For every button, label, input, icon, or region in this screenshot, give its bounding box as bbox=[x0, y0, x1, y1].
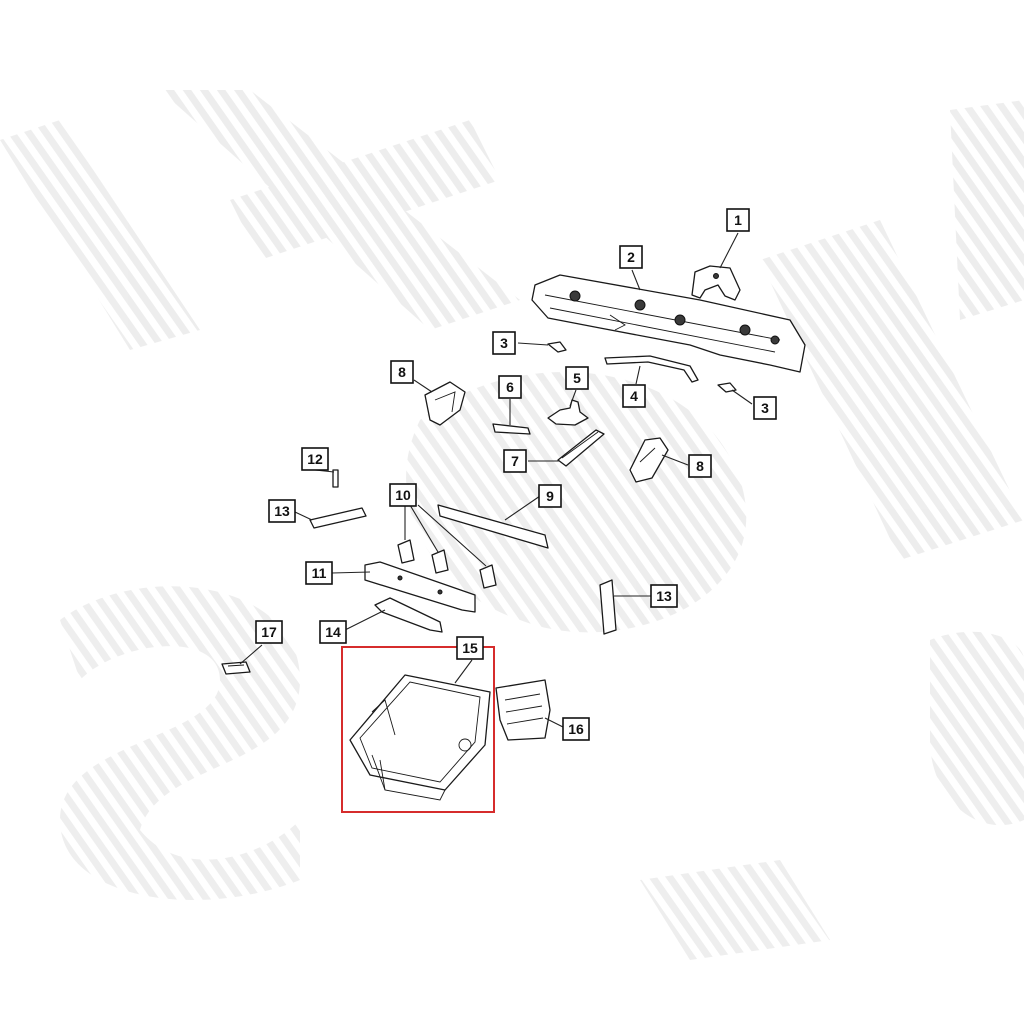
callout-11: 11 bbox=[305, 561, 333, 585]
callout-12: 12 bbox=[301, 447, 329, 471]
callout-1: 1 bbox=[726, 208, 750, 232]
part-1-bracket bbox=[691, 265, 741, 301]
callout-5: 5 bbox=[565, 366, 589, 390]
callout-17-label: 17 bbox=[261, 624, 277, 640]
callout-3a-label: 3 bbox=[500, 335, 508, 351]
callout-9: 9 bbox=[538, 484, 562, 508]
part-16-grille bbox=[495, 679, 551, 741]
callout-5-label: 5 bbox=[573, 370, 581, 386]
callout-7-label: 7 bbox=[511, 453, 519, 469]
callout-4: 4 bbox=[622, 384, 646, 408]
part-11-rail bbox=[364, 561, 476, 613]
part-17-clip bbox=[221, 661, 251, 675]
callout-1-label: 1 bbox=[734, 212, 742, 228]
callout-16-label: 16 bbox=[568, 721, 584, 737]
part-2-cross-member bbox=[531, 274, 806, 373]
part-14-support bbox=[374, 597, 443, 633]
part-9-bar bbox=[437, 504, 549, 549]
callout-8b-label: 8 bbox=[696, 458, 704, 474]
part-4-strip bbox=[604, 355, 699, 383]
part-5-mount bbox=[547, 399, 589, 426]
part-6-plate bbox=[492, 423, 531, 435]
callout-14-label: 14 bbox=[325, 624, 341, 640]
watermark bbox=[0, 90, 1024, 960]
part-15-tray bbox=[349, 674, 491, 801]
callout-12-label: 12 bbox=[307, 451, 323, 467]
callout-3b: 3 bbox=[753, 396, 777, 420]
callout-3a: 3 bbox=[492, 331, 516, 355]
callout-7: 7 bbox=[503, 449, 527, 473]
part-3-clip-left bbox=[547, 341, 567, 353]
callout-14: 14 bbox=[319, 620, 347, 644]
part-13-plate-right bbox=[599, 579, 617, 635]
callout-15: 15 bbox=[456, 636, 484, 660]
part-3-clip-right bbox=[717, 382, 737, 393]
callout-8b: 8 bbox=[688, 454, 712, 478]
part-13-plate-left bbox=[309, 507, 367, 529]
part-8-bracket-right bbox=[629, 437, 669, 483]
part-8-bracket-left bbox=[424, 381, 466, 426]
highlight-box-part-15 bbox=[341, 646, 495, 813]
callout-10: 10 bbox=[389, 483, 417, 507]
callout-8a: 8 bbox=[390, 360, 414, 384]
callout-13a-label: 13 bbox=[274, 503, 290, 519]
callout-13a: 13 bbox=[268, 499, 296, 523]
callout-6: 6 bbox=[498, 375, 522, 399]
callout-13b: 13 bbox=[650, 584, 678, 608]
callout-8a-label: 8 bbox=[398, 364, 406, 380]
callout-4-label: 4 bbox=[630, 388, 638, 404]
callout-11-label: 11 bbox=[312, 565, 327, 581]
leader-lines bbox=[239, 232, 753, 729]
callout-13b-label: 13 bbox=[656, 588, 672, 604]
callout-17: 17 bbox=[255, 620, 283, 644]
callout-6-label: 6 bbox=[506, 379, 514, 395]
part-7-rail bbox=[557, 429, 605, 467]
callout-2-label: 2 bbox=[627, 249, 635, 265]
callout-16: 16 bbox=[562, 717, 590, 741]
callout-2: 2 bbox=[619, 245, 643, 269]
callout-9-label: 9 bbox=[546, 488, 554, 504]
callout-3b-label: 3 bbox=[761, 400, 769, 416]
part-10-brackets bbox=[397, 539, 497, 589]
part-12-pin bbox=[332, 469, 339, 488]
callout-10-label: 10 bbox=[395, 487, 411, 503]
callout-15-label: 15 bbox=[462, 640, 478, 656]
